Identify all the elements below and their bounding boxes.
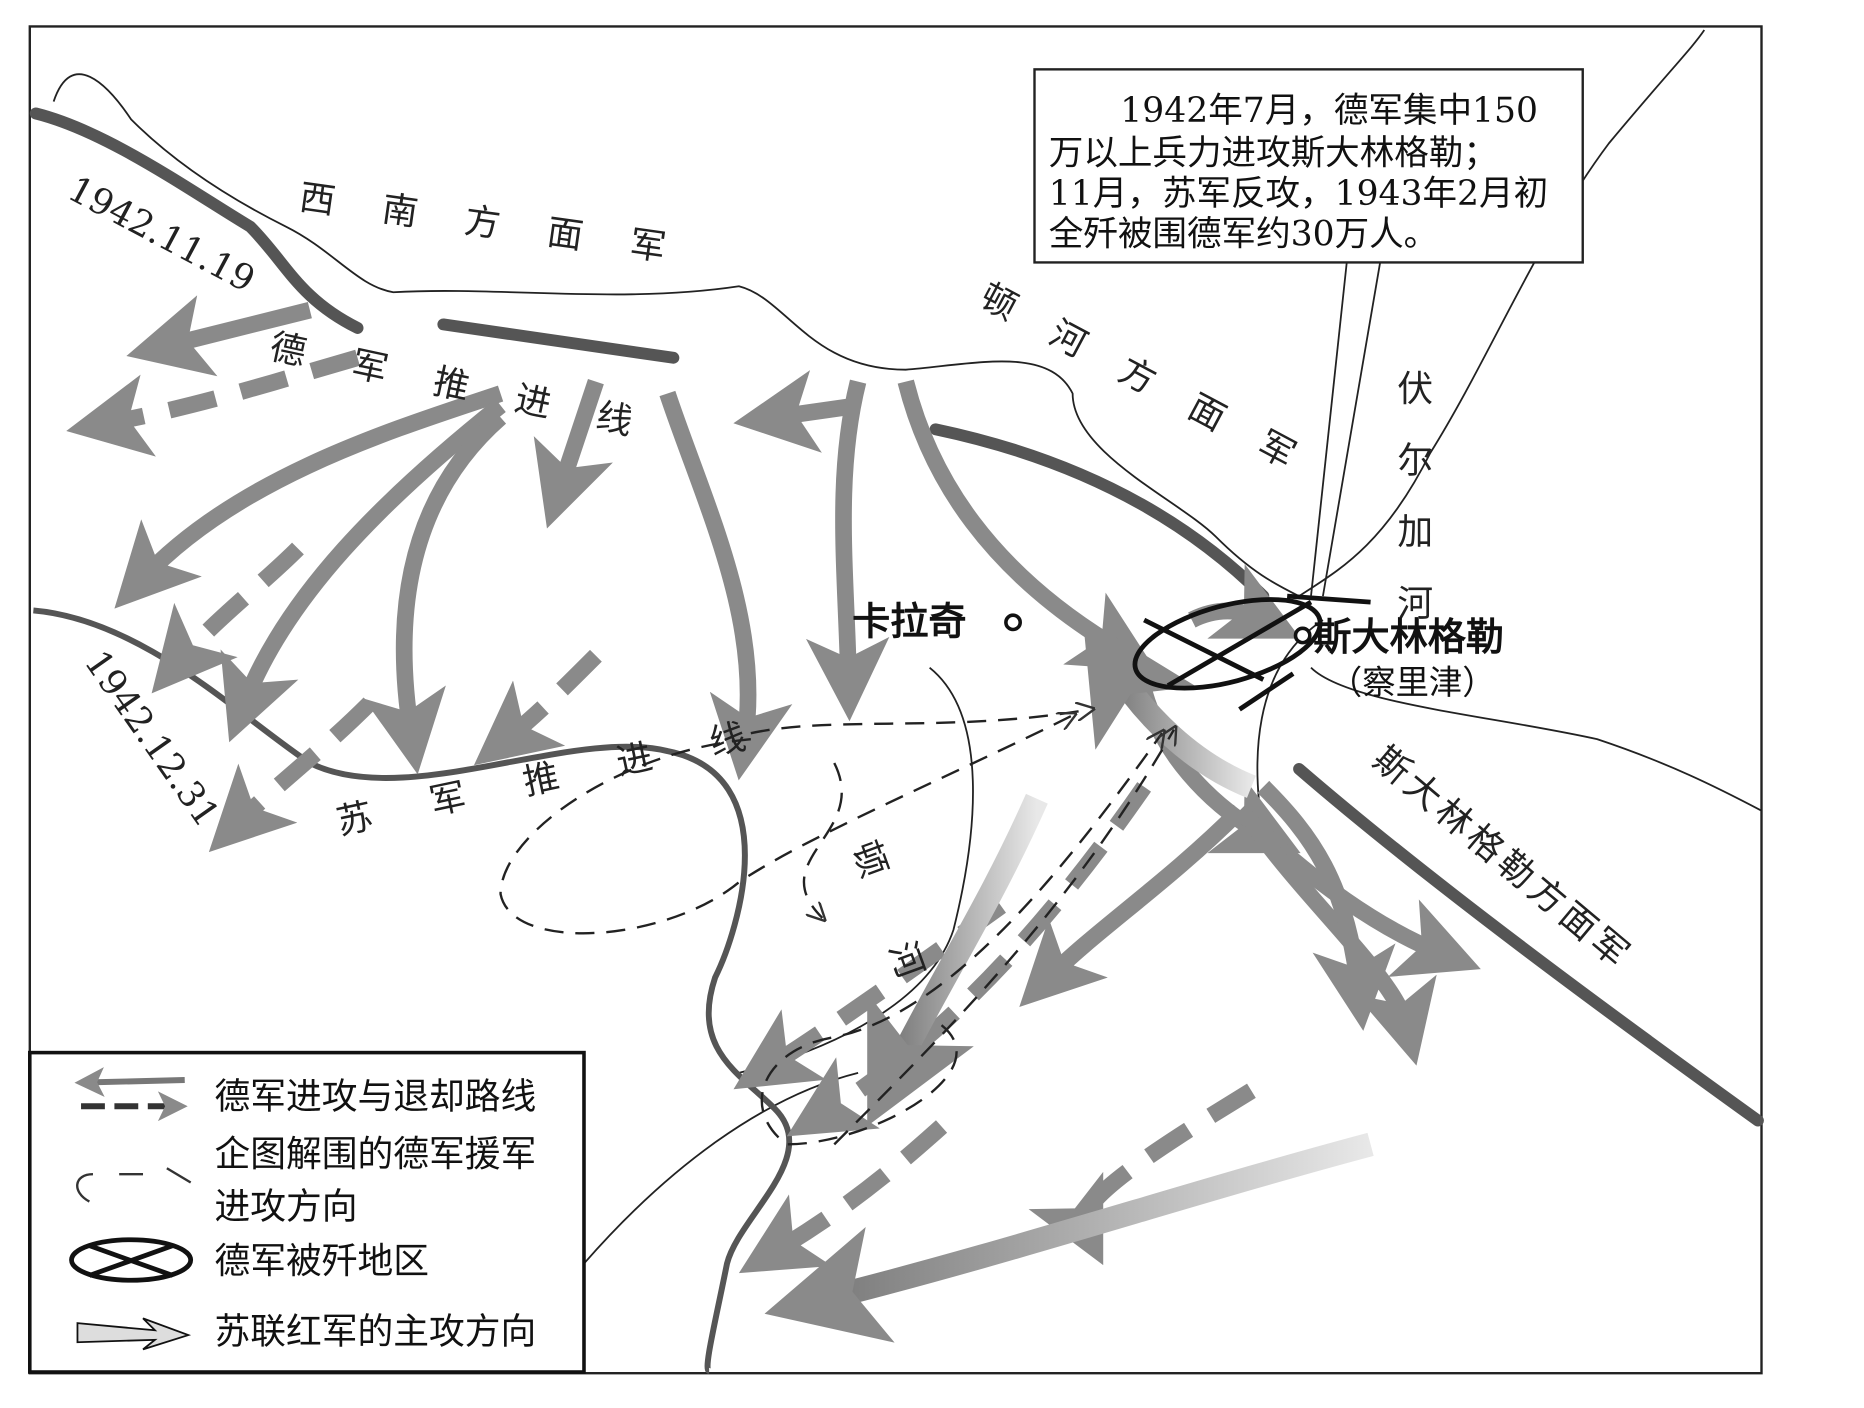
encircled-x-ellipse-icon: [69, 1237, 194, 1283]
kalach-marker: [1004, 613, 1022, 632]
legend-label: 苏联红军的主攻方向: [215, 1311, 537, 1352]
note-line: 1942年7月，德军集中150: [1120, 91, 1538, 131]
kalach-label: 卡拉奇: [852, 599, 966, 643]
legend-label: 进攻方向: [215, 1186, 358, 1227]
stalingrad-label: 斯大林格勒: [1313, 615, 1504, 659]
legend-label: 企图解围的德军援军: [215, 1134, 537, 1175]
german-attack-retreat-arrows-icon: [74, 1067, 188, 1122]
volga-river-label: 伏尔加河: [1392, 370, 1433, 656]
note-line: 全歼被围德军约30万人。: [1049, 215, 1438, 255]
annotation-box: 1942年7月，德军集中150 万以上兵力进攻斯大林格勒； 11月，苏军反攻，1…: [1033, 68, 1584, 264]
soviet-main-arrow-icon: [76, 1317, 192, 1351]
note-line: 万以上兵力进攻斯大林格勒；: [1049, 134, 1498, 174]
legend-label: 德军进攻与退却路线: [215, 1077, 537, 1118]
german-advance-line: [29, 107, 1764, 1127]
callout-pointer: [1310, 262, 1382, 597]
legend: 德军进攻与退却路线 企图解围的德军援军 进攻方向 德军被歼地区 苏联红军的主攻方…: [28, 1050, 586, 1374]
stalingrad-marker: [1293, 626, 1312, 645]
note-line: 11月，苏军反攻，1943年2月初: [1049, 174, 1548, 214]
relief-dashed-arrows: [499, 709, 1174, 1146]
relief-dashed-arrow-icon: [76, 1167, 192, 1203]
tsaritsyn-label: （察里津）: [1329, 663, 1496, 702]
encirclement-zone: [1132, 593, 1371, 712]
legend-label: 德军被歼地区: [215, 1241, 430, 1282]
